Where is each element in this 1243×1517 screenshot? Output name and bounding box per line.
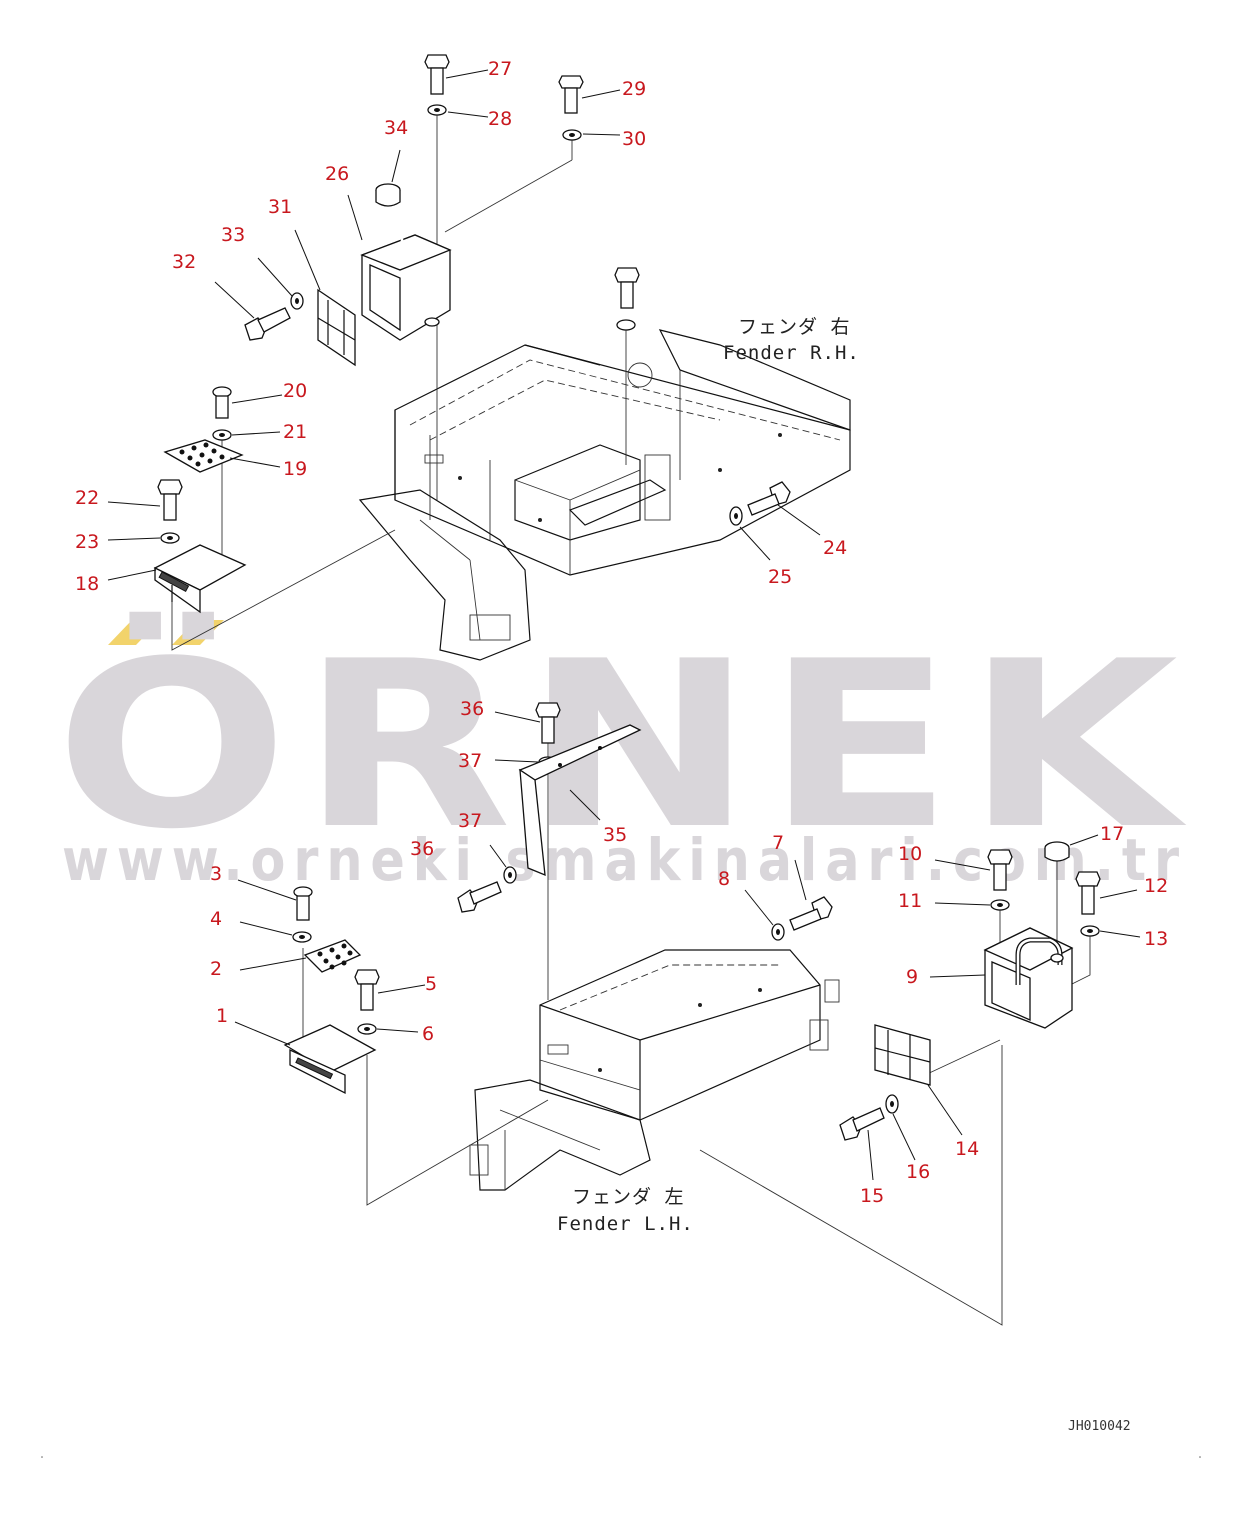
part-23-washer xyxy=(160,532,180,544)
part-label-36-upper: 36 xyxy=(460,698,484,720)
part-16-washer xyxy=(885,1094,899,1114)
part-1-bracket xyxy=(283,1024,377,1095)
part-label-20: 20 xyxy=(283,380,307,402)
part-28-washer xyxy=(427,104,447,116)
part-34-cap xyxy=(375,183,401,207)
part-37-washer-lower xyxy=(503,866,517,884)
part-label-3: 3 xyxy=(210,863,222,885)
part-31-bracket xyxy=(317,288,356,367)
part-label-36-lower: 36 xyxy=(410,838,434,860)
part-35-bracket xyxy=(518,724,642,877)
part-label-26: 26 xyxy=(325,163,349,185)
part-20-bolt xyxy=(212,386,232,419)
fender-rh-label-en: Fender R.H. xyxy=(723,342,860,364)
fender-lh-body xyxy=(469,949,840,1191)
part-5-bolt xyxy=(354,969,380,1011)
part-label-19: 19 xyxy=(283,458,307,480)
part-18-bracket xyxy=(153,544,247,614)
part-label-29: 29 xyxy=(622,78,646,100)
part-label-33: 33 xyxy=(221,224,245,246)
fender-rh-top-bolt xyxy=(614,267,640,331)
part-labels: 1 2 3 4 5 6 7 8 9 10 11 12 13 14 15 16 1… xyxy=(75,58,1168,1207)
part-label-16: 16 xyxy=(906,1161,930,1183)
part-25-washer xyxy=(729,506,743,526)
part-label-8: 8 xyxy=(718,868,730,890)
part-label-13: 13 xyxy=(1144,928,1168,950)
part-13-washer xyxy=(1080,925,1100,937)
part-label-14: 14 xyxy=(955,1138,979,1160)
assembly-lines xyxy=(171,110,1091,1326)
part-19-plate xyxy=(163,439,244,473)
part-label-17: 17 xyxy=(1100,823,1124,845)
part-label-5: 5 xyxy=(425,973,437,995)
part-8-washer xyxy=(771,923,785,941)
part-label-2: 2 xyxy=(210,958,222,980)
part-17-cap xyxy=(1044,841,1070,862)
part-label-34: 34 xyxy=(384,117,408,139)
part-label-23: 23 xyxy=(75,531,99,553)
watermark-accent-left xyxy=(108,620,160,645)
corner-mark-right xyxy=(1199,1456,1201,1458)
watermark-accent-right xyxy=(172,620,224,645)
part-label-24: 24 xyxy=(823,537,847,559)
part-14-bracket xyxy=(874,1024,931,1086)
part-label-18: 18 xyxy=(75,573,99,595)
part-27-bolt xyxy=(424,54,450,95)
part-label-12: 12 xyxy=(1144,875,1168,897)
part-label-11: 11 xyxy=(898,890,922,912)
part-label-28: 28 xyxy=(488,108,512,130)
part-15-bolt xyxy=(839,1107,885,1141)
part-4-washer xyxy=(292,931,312,943)
part-3-bolt xyxy=(293,886,313,921)
part-2-plate xyxy=(303,939,362,973)
fender-rh-body xyxy=(358,329,851,661)
watermark-brand: ÖRNEK xyxy=(55,611,1190,880)
part-label-22: 22 xyxy=(75,487,99,509)
part-6-washer xyxy=(357,1023,377,1035)
part-label-21: 21 xyxy=(283,421,307,443)
part-30-washer xyxy=(562,129,582,141)
part-label-7: 7 xyxy=(772,832,784,854)
part-22-bolt xyxy=(157,479,183,521)
watermark: ÖRNEK www.orneki smakinalari.com.tr xyxy=(55,611,1190,894)
part-12-bolt xyxy=(1075,871,1101,915)
part-label-30: 30 xyxy=(622,128,646,150)
fender-lh-label-en: Fender L.H. xyxy=(557,1213,694,1235)
part-32-bolt xyxy=(244,307,291,341)
part-10-bolt xyxy=(987,849,1013,891)
part-24-bolt xyxy=(747,481,791,516)
fender-rh-label-jp: フェンダ 右 xyxy=(738,316,850,338)
drawing-code: JH010042 xyxy=(1068,1419,1131,1434)
part-label-6: 6 xyxy=(422,1023,434,1045)
part-26-battery-box xyxy=(350,224,452,341)
part-label-27: 27 xyxy=(488,58,512,80)
part-36-bolt-upper xyxy=(535,702,561,744)
part-label-37-lower: 37 xyxy=(458,810,482,832)
part-label-15: 15 xyxy=(860,1185,884,1207)
part-label-4: 4 xyxy=(210,908,222,930)
part-label-31: 31 xyxy=(268,196,292,218)
part-11-washer xyxy=(990,899,1010,911)
part-label-9: 9 xyxy=(906,966,918,988)
part-label-32: 32 xyxy=(172,251,196,273)
part-36-bolt-lower xyxy=(457,881,502,913)
part-label-10: 10 xyxy=(898,843,922,865)
part-29-bolt xyxy=(558,75,584,114)
part-label-37-upper: 37 xyxy=(458,750,482,772)
fender-lh-label-jp: フェンダ 左 xyxy=(572,1186,684,1208)
part-label-35: 35 xyxy=(603,824,627,846)
part-21-washer xyxy=(212,429,232,441)
part-9-battery-box xyxy=(983,927,1074,1029)
part-label-25: 25 xyxy=(768,566,792,588)
part-7-bolt xyxy=(789,896,833,931)
part-label-1: 1 xyxy=(216,1005,228,1027)
callout-leaders xyxy=(107,69,1141,1181)
part-33-washer xyxy=(290,292,304,310)
corner-mark-left xyxy=(41,1456,43,1458)
